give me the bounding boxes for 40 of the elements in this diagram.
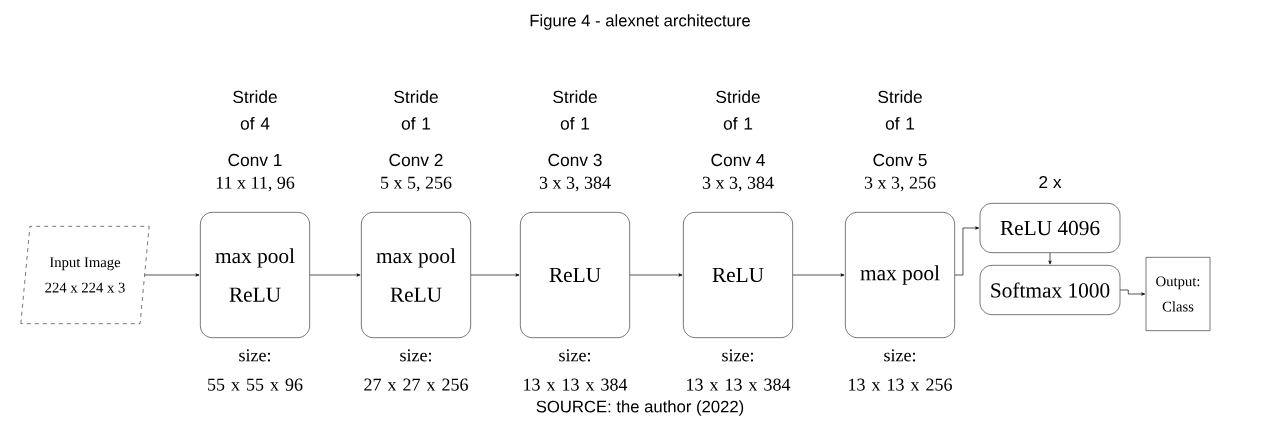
kernel-label: 3 x 3, 384 (539, 176, 611, 192)
repeat-label: 2 x (1039, 175, 1062, 189)
layer-box: ReLU (683, 212, 793, 338)
stride-label: Stride of 1 (394, 90, 438, 130)
size-label: size: 27 x 27 x 256 (364, 349, 468, 391)
size-label: size: 13 x 13 x 384 (524, 349, 628, 391)
kernel-label: 5 x 5, 256 (381, 176, 452, 192)
stride-label: Stride of 1 (553, 90, 597, 130)
layer-box: max pool (845, 212, 955, 338)
arrow (954, 226, 980, 276)
layer-name: Conv 2 (389, 153, 443, 167)
layer-name: Conv 3 (548, 153, 602, 167)
layer-box: ReLU (520, 212, 630, 338)
title: Figure 4 - alexnet architecture (530, 14, 750, 30)
size-label: size: 13 x 13 x 384 (687, 349, 791, 391)
stride-label: Stride of 1 (716, 90, 760, 130)
arrow (1048, 252, 1052, 265)
layer-box: max pool ReLU (200, 212, 310, 338)
stride-label: Stride of 1 (878, 90, 922, 130)
stride-label: Stride of 4 (233, 90, 277, 130)
output-box: Output: Class (1145, 257, 1211, 331)
kernel-label: 3 x 3, 384 (702, 176, 774, 192)
arrow (144, 273, 200, 277)
layer-name: Conv 4 (711, 153, 765, 167)
layer-box: Softmax 1000 (979, 265, 1121, 315)
layer-name: Conv 1 (228, 153, 282, 167)
arrow (1119, 289, 1146, 296)
arrow (309, 273, 361, 277)
caption: SOURCE: the author (2022) (536, 400, 744, 416)
kernel-label: 11 x 11, 96 (216, 176, 295, 192)
arrow (792, 273, 845, 277)
kernel-label: 3 x 3, 256 (864, 176, 936, 192)
layer-name: Conv 5 (873, 153, 927, 167)
layer-box: max pool ReLU (361, 212, 471, 338)
size-label: size: 13 x 13 x 256 (849, 349, 952, 391)
size-label: size: 55 x 55 x 96 (208, 349, 303, 391)
arrow (470, 273, 520, 277)
layer-box: ReLU 4096 (979, 203, 1121, 253)
arrow (629, 273, 683, 277)
input-parallelogram: Input Image 224 x 224 x 3 (20, 226, 150, 324)
